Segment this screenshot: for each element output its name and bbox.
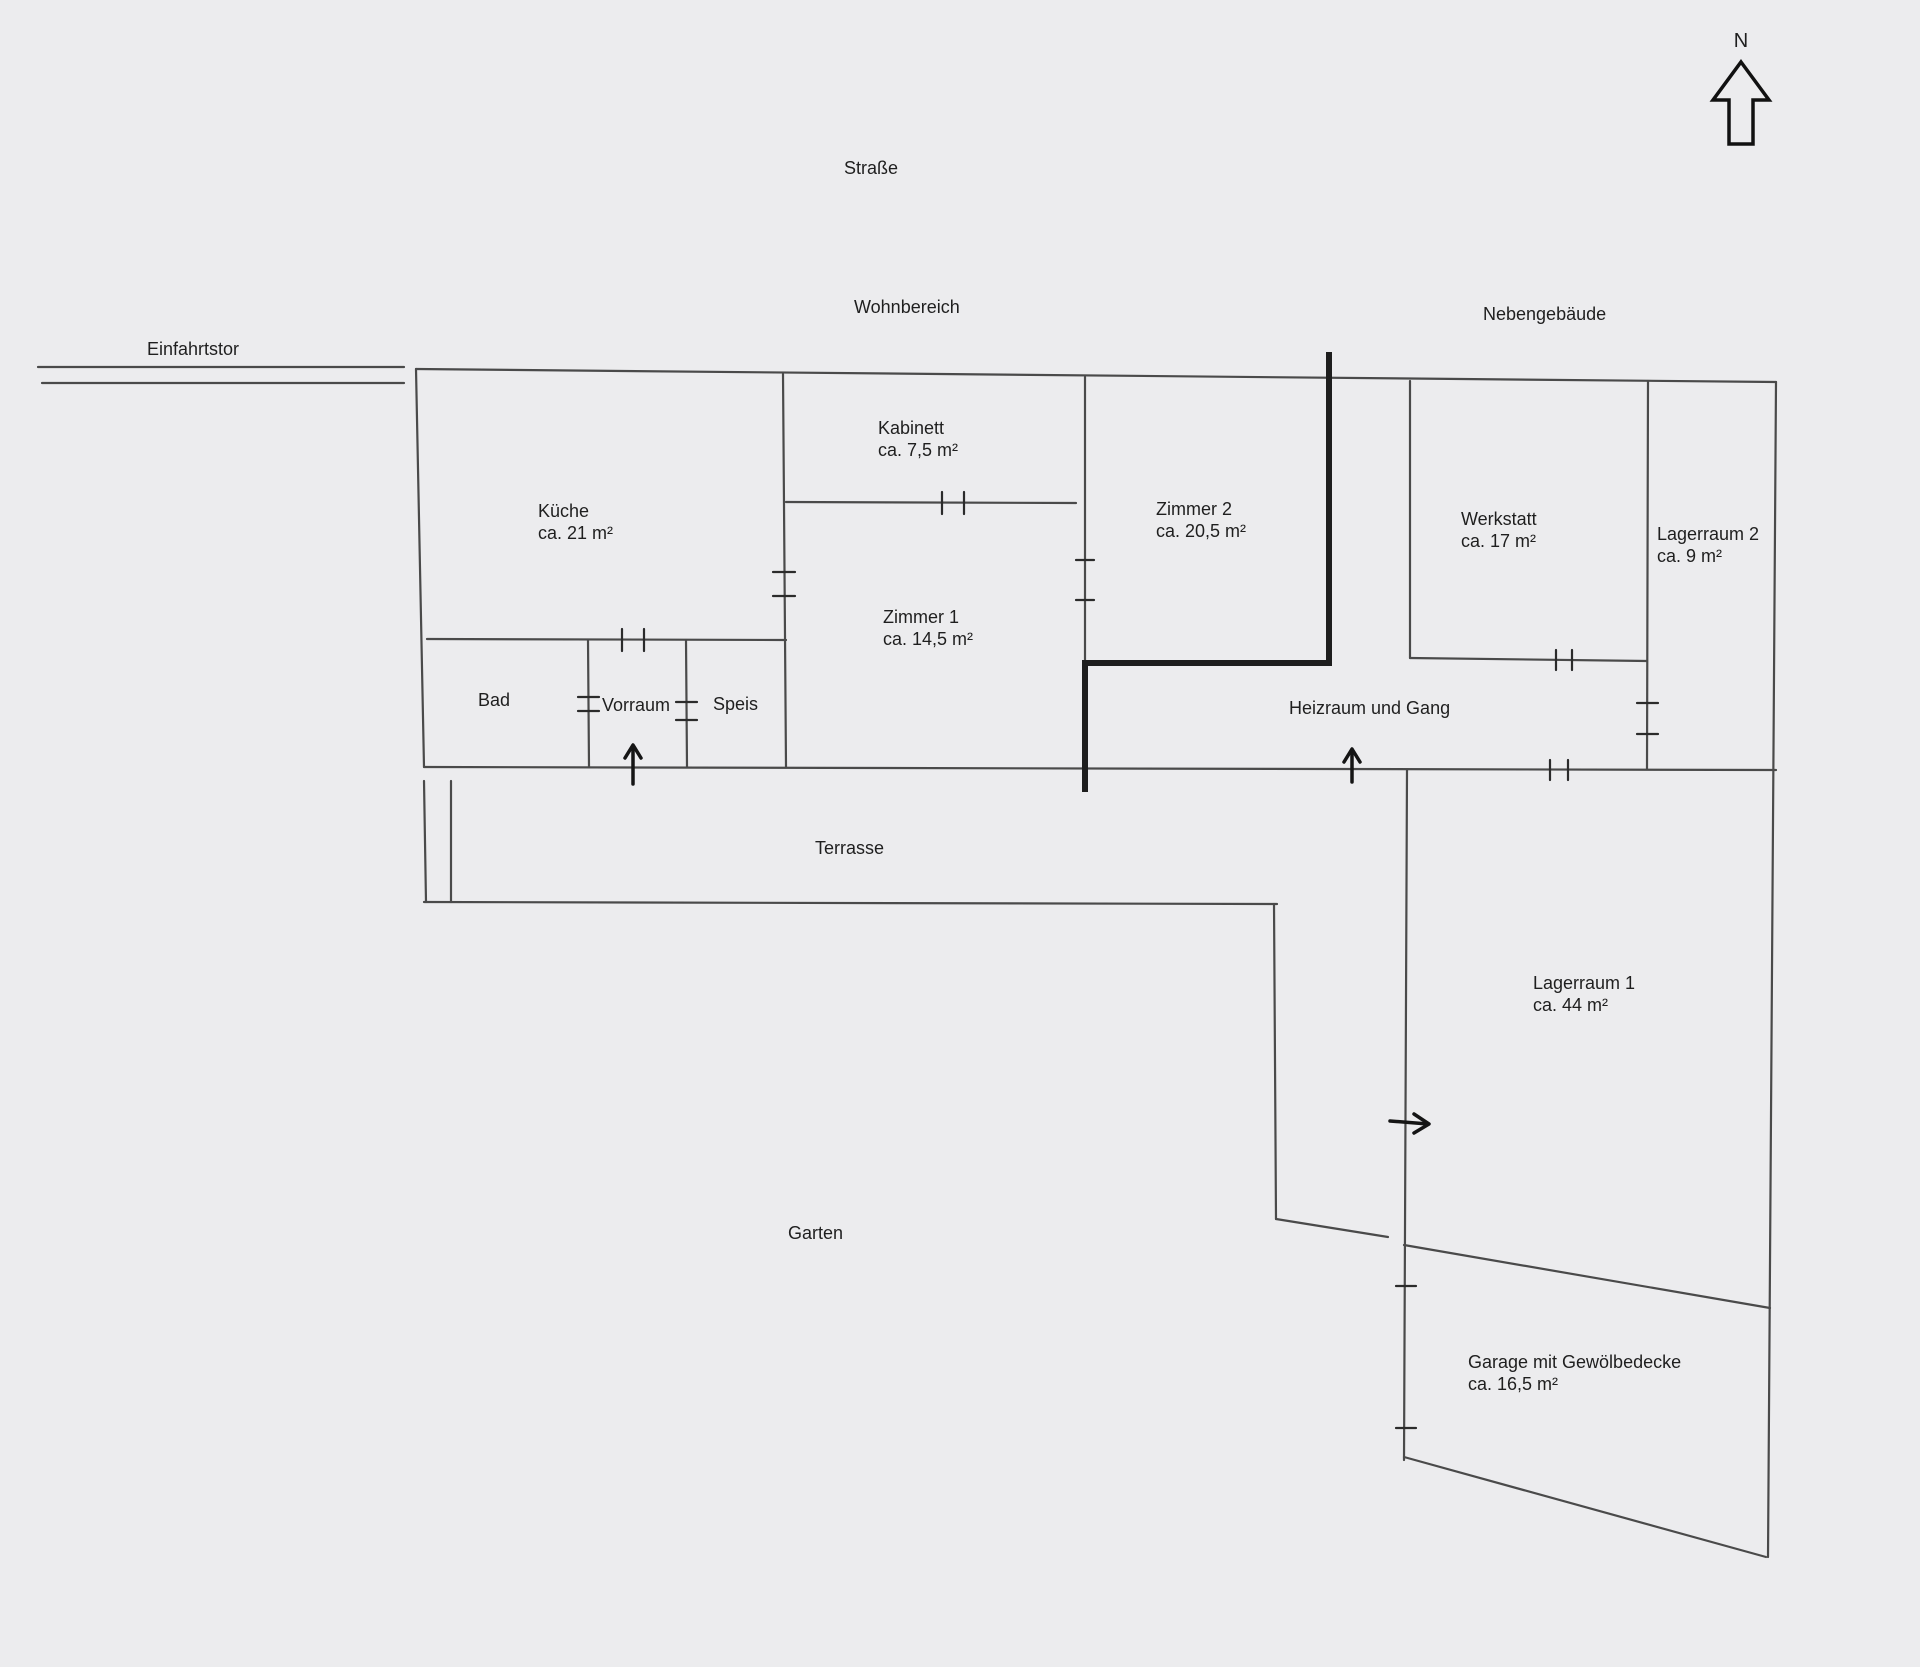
room-workshop-name: Werkstatt <box>1461 509 1537 529</box>
west-wall <box>414 367 426 769</box>
bearing-wall <box>1082 352 1332 792</box>
entrance-arrows <box>623 743 1431 1135</box>
room-room2-name: Zimmer 2 <box>1156 499 1232 519</box>
entrance-arrow-heizraum <box>1342 747 1362 784</box>
wall-kitchen-room1 <box>781 372 788 769</box>
north-arrow-icon <box>1709 59 1773 146</box>
room-room1: Zimmer 1 ca. 14,5 m² <box>883 607 973 649</box>
room-storage2-size: ca. 9 m² <box>1657 546 1722 566</box>
room-kitchen: Küche ca. 21 m² <box>538 501 613 543</box>
garden-east-boundary <box>1272 902 1278 1221</box>
label-outbuilding: Nebengebäude <box>1483 304 1606 324</box>
entrance-arrow-vorraum <box>623 743 643 786</box>
room-storage1-name: Lagerraum 1 <box>1533 973 1635 993</box>
room-storage1-size: ca. 44 m² <box>1533 995 1608 1015</box>
room-room2: Zimmer 2 ca. 20,5 m² <box>1156 499 1246 541</box>
room-garage-size: ca. 16,5 m² <box>1468 1374 1558 1394</box>
wall-workshop-storage2 <box>1645 379 1650 771</box>
entrance-arrow-storage1 <box>1388 1112 1431 1135</box>
wall-garage-bottom <box>1402 1455 1768 1559</box>
room-storage2: Lagerraum 2 ca. 9 m² <box>1657 524 1759 566</box>
room-kitchen-size: ca. 21 m² <box>538 523 613 543</box>
room-cabinet-name: Kabinett <box>878 418 944 438</box>
room-labels: Küche ca. 21 m² Kabinett ca. 7,5 m² Zimm… <box>478 418 1759 1394</box>
garden-south-boundary <box>1274 1217 1390 1239</box>
room-boiler-hall-name: Heizraum und Gang <box>1289 698 1450 718</box>
terrace-south <box>422 900 1279 906</box>
label-terrace: Terrasse <box>815 838 884 858</box>
wall-bath-vorraum <box>586 638 591 769</box>
north-arrow: N <box>1709 30 1773 146</box>
room-workshop: Werkstatt ca. 17 m² <box>1461 509 1537 551</box>
label-garden: Garten <box>788 1223 843 1243</box>
room-room2-size: ca. 20,5 m² <box>1156 521 1246 541</box>
room-workshop-size: ca. 17 m² <box>1461 531 1536 551</box>
room-garage-name: Garage mit Gewölbedecke <box>1468 1352 1681 1372</box>
room-anteroom-name: Vorraum <box>602 695 670 715</box>
room-room1-size: ca. 14,5 m² <box>883 629 973 649</box>
room-bath-name: Bad <box>478 690 510 710</box>
north-wall <box>414 367 1778 384</box>
room-garage: Garage mit Gewölbedecke ca. 16,5 m² <box>1468 1352 1681 1394</box>
terrace-west-outer <box>422 779 428 904</box>
room-storage2-name: Lagerraum 2 <box>1657 524 1759 544</box>
wall-kitchen-bottom <box>425 637 788 642</box>
room-pantry-name: Speis <box>713 694 758 714</box>
room-cabinet: Kabinett ca. 7,5 m² <box>878 418 958 460</box>
area-labels: Straße Wohnbereich Nebengebäude Einfahrt… <box>147 158 1606 1243</box>
label-living-area: Wohnbereich <box>854 297 960 317</box>
north-label: N <box>1734 30 1748 52</box>
wall-vorraum-speis <box>684 638 689 769</box>
wall-storage1-west <box>1402 768 1409 1462</box>
label-street: Straße <box>844 158 898 178</box>
label-gate: Einfahrtstor <box>147 339 239 359</box>
room-kitchen-name: Küche <box>538 501 589 521</box>
walls <box>36 365 1778 1559</box>
east-wall <box>1766 380 1778 1559</box>
room-room1-name: Zimmer 1 <box>883 607 959 627</box>
room-cabinet-size: ca. 7,5 m² <box>878 440 958 460</box>
room-storage1: Lagerraum 1 ca. 44 m² <box>1533 973 1635 1015</box>
door-markers <box>576 490 1660 1430</box>
wall-storage1-garage <box>1402 1243 1772 1310</box>
wall-cabinet-bottom <box>784 500 1078 505</box>
wall-workshop-bottom <box>1408 656 1649 663</box>
